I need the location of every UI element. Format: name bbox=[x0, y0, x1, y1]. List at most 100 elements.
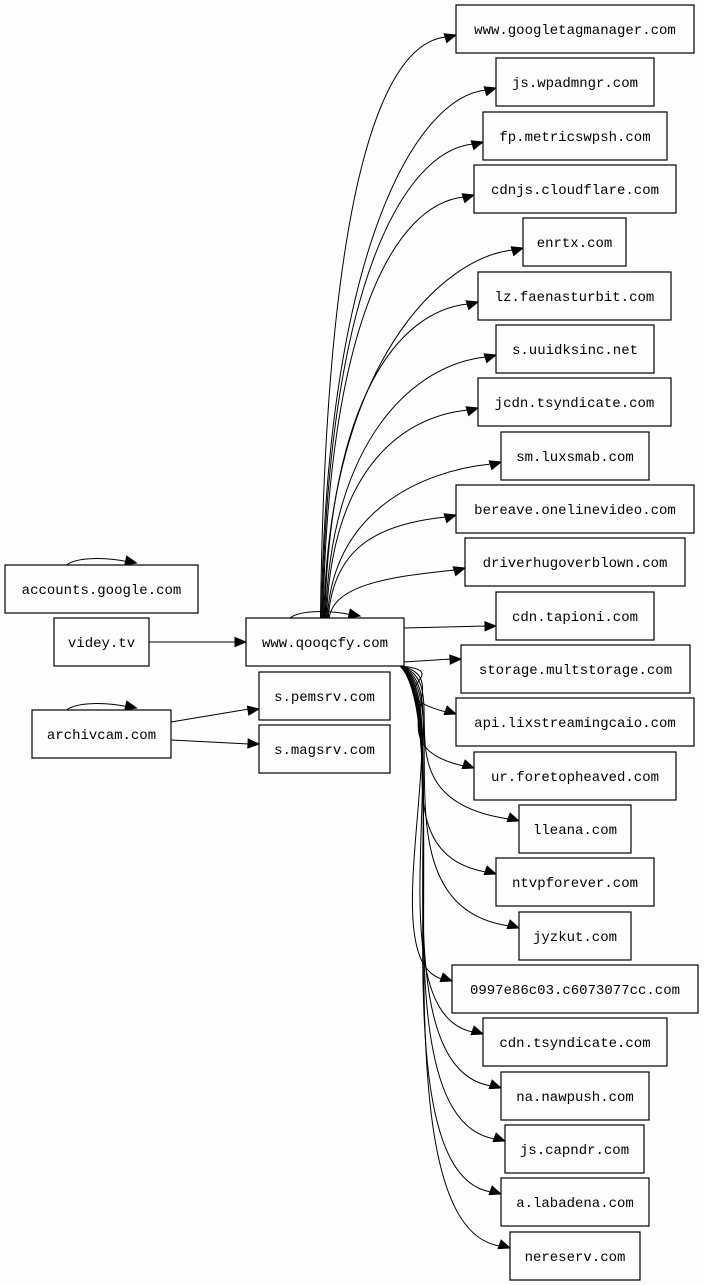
node-js-capndr-com: js.capndr.com bbox=[504, 1124, 645, 1174]
arrowhead-icon bbox=[347, 608, 362, 619]
node-box bbox=[522, 217, 627, 267]
edge-www-qooqcfy-com-to-a-labadena-com bbox=[399, 665, 503, 1196]
edge-line bbox=[321, 143, 474, 619]
edge-www-qooqcfy-com-to-nereserv-com bbox=[399, 665, 512, 1250]
edge-accounts-google-com-to-accounts-google-com bbox=[66, 555, 138, 566]
node-box bbox=[455, 697, 695, 747]
arrowhead-icon bbox=[449, 654, 463, 665]
node-ur-foretopheaved-com: ur.foretopheaved.com bbox=[473, 751, 677, 801]
node-label: fp.metricswpsh.com bbox=[499, 130, 650, 146]
node-label: jyzkut.com bbox=[533, 930, 617, 946]
node-box bbox=[500, 431, 650, 481]
edge-www-qooqcfy-com-to-s-uuidksinc-net bbox=[325, 353, 498, 619]
node-box bbox=[258, 671, 391, 721]
node-jcdn-tsyndicate-com: jcdn.tsyndicate.com bbox=[477, 377, 672, 427]
node-label: driverhugoverblown.com bbox=[483, 556, 668, 572]
node-label: s.magsrv.com bbox=[274, 743, 375, 759]
node-label: www.qooqcfy.com bbox=[262, 636, 388, 652]
edge-www-qooqcfy-com-to-jyzkut-com bbox=[399, 665, 521, 930]
node-lleana-com: lleana.com bbox=[518, 804, 632, 854]
node-label: archivcam.com bbox=[47, 728, 156, 744]
edge-line bbox=[289, 611, 353, 619]
node-storage-multstorage-com: storage.multstorage.com bbox=[460, 644, 691, 694]
edge-www-qooqcfy-com-to-bereave-onelinevideo-com bbox=[327, 513, 458, 619]
node-fp-metricswpsh-com: fp.metricswpsh.com bbox=[482, 111, 668, 161]
node-jyzkut-com: jyzkut.com bbox=[518, 911, 632, 961]
node-label: cdn.tsyndicate.com bbox=[499, 1036, 650, 1052]
node-s-pemsrv-com: s.pemsrv.com bbox=[258, 671, 391, 721]
arrowhead-icon bbox=[470, 140, 485, 151]
node-label: ntvpforever.com bbox=[512, 876, 638, 892]
node-www-qooqcfy-com: www.qooqcfy.com bbox=[245, 617, 405, 667]
node-label: js.wpadmngr.com bbox=[512, 76, 638, 92]
edge-line bbox=[66, 558, 129, 566]
arrowhead-icon bbox=[443, 705, 458, 716]
node-nereserv-com: nereserv.com bbox=[509, 1231, 641, 1281]
node-label: cdn.tapioni.com bbox=[512, 610, 638, 626]
node-label: www.googletagmanager.com bbox=[474, 23, 676, 39]
edge-line bbox=[320, 89, 487, 619]
node-label: na.nawpush.com bbox=[516, 1090, 634, 1106]
edge-line bbox=[399, 665, 510, 820]
node-label: s.pemsrv.com bbox=[274, 690, 375, 706]
arrowhead-icon bbox=[443, 33, 458, 44]
edge-www-qooqcfy-com-to-0997e86c03-c6073077cc-com bbox=[399, 665, 454, 983]
edge-www-qooqcfy-com-to-js-wpadmngr-com bbox=[320, 86, 498, 619]
edge-www-qooqcfy-com-to-cdn-tsyndicate-com bbox=[399, 665, 485, 1036]
node-label: a.labadena.com bbox=[516, 1196, 634, 1212]
edge-www-qooqcfy-com-to-www-qooqcfy-com bbox=[289, 608, 362, 619]
edge-archivcam-com-to-archivcam-com bbox=[66, 700, 138, 711]
edge-line bbox=[66, 703, 129, 711]
node-label: ur.foretopheaved.com bbox=[491, 770, 659, 786]
node-box bbox=[495, 857, 655, 907]
node-label: lz.faenasturbit.com bbox=[495, 290, 655, 306]
edge-line bbox=[399, 665, 501, 1247]
node-box bbox=[245, 617, 405, 667]
node-sm-luxsmab-com: sm.luxsmab.com bbox=[500, 431, 650, 481]
node-box bbox=[473, 164, 677, 214]
node-label: bereave.onelinevideo.com bbox=[474, 503, 676, 519]
node-box bbox=[495, 591, 655, 641]
edge-line bbox=[170, 739, 250, 745]
edge-line bbox=[324, 303, 469, 619]
node-label: s.uuidksinc.net bbox=[512, 343, 638, 359]
node-bereave-onelinevideo-com: bereave.onelinevideo.com bbox=[455, 484, 695, 534]
node-box bbox=[4, 564, 199, 614]
node-box bbox=[455, 484, 695, 534]
node-box bbox=[473, 751, 677, 801]
arrowhead-icon bbox=[483, 86, 498, 97]
node-box bbox=[495, 57, 655, 107]
node-label: sm.luxsmab.com bbox=[516, 450, 634, 466]
node-label: lleana.com bbox=[533, 823, 617, 839]
arrowhead-icon bbox=[506, 919, 521, 930]
node-box bbox=[509, 1231, 641, 1281]
arrowhead-icon bbox=[443, 513, 458, 524]
node-box bbox=[477, 271, 672, 321]
edge-line bbox=[399, 665, 487, 873]
edge-videy-tv-to-www-qooqcfy-com bbox=[149, 636, 248, 648]
node-box bbox=[464, 537, 686, 587]
node-cdnjs-cloudflare-com: cdnjs.cloudflare.com bbox=[473, 164, 677, 214]
node-box bbox=[500, 1071, 650, 1121]
edge-www-qooqcfy-com-to-api-lixstreamingcaio-com bbox=[399, 665, 458, 716]
edge-archivcam-com-to-s-magsrv-com bbox=[170, 738, 261, 749]
node-label: accounts.google.com bbox=[22, 583, 182, 599]
edge-line bbox=[328, 569, 456, 619]
arrowhead-icon bbox=[488, 460, 503, 471]
edge-line bbox=[403, 658, 452, 663]
node-label: enrtx.com bbox=[537, 236, 613, 252]
node-box bbox=[455, 4, 695, 54]
edge-www-qooqcfy-com-to-lleana-com bbox=[399, 665, 521, 823]
arrowhead-icon bbox=[246, 705, 261, 716]
edge-line bbox=[319, 36, 447, 619]
edge-www-qooqcfy-com-to-driverhugoverblown-com bbox=[328, 566, 467, 619]
arrowhead-icon bbox=[483, 865, 498, 876]
node-archivcam-com: archivcam.com bbox=[31, 709, 172, 759]
edge-www-qooqcfy-com-to-storage-multstorage-com bbox=[403, 654, 463, 665]
arrowhead-icon bbox=[461, 759, 476, 770]
arrowhead-icon bbox=[488, 1079, 503, 1090]
edge-line bbox=[326, 409, 469, 619]
node-s-uuidksinc-net: s.uuidksinc.net bbox=[495, 324, 655, 374]
node-label: js.capndr.com bbox=[520, 1143, 629, 1159]
node-label: 0997e86c03.c6073077cc.com bbox=[470, 983, 680, 999]
